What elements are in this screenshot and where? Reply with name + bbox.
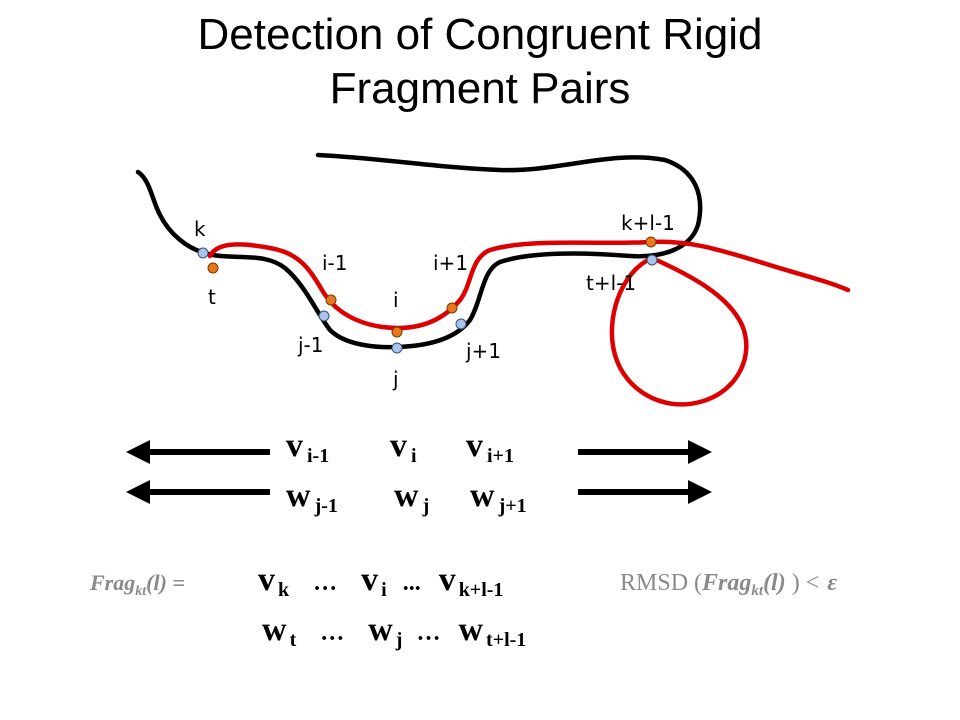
point-k — [197, 247, 209, 259]
point-i — [391, 326, 403, 338]
label-j-minus-1: j-1 — [297, 333, 324, 357]
point-t-plus-l-minus-1 — [646, 254, 658, 266]
point-i-minus-1 — [325, 294, 337, 306]
red-curve-loop — [609, 255, 749, 407]
rmsd-condition: RMSD (Fragkt(l) ) <ε — [620, 570, 837, 599]
point-t — [207, 262, 219, 274]
point-i-plus-1 — [446, 302, 458, 314]
label-j: j — [392, 367, 399, 391]
frag-definition-label: Fragkt(l) = — [89, 570, 185, 599]
arrowhead-left-w — [126, 480, 150, 504]
black-curve — [135, 152, 703, 350]
point-k-plus-l-minus-1 — [645, 236, 657, 248]
arrowhead-left-v — [126, 440, 150, 464]
label-i-plus-1: i+1 — [433, 251, 468, 275]
label-k-plus-l-minus-1: k+l-1 — [621, 211, 675, 235]
label-k: k — [194, 217, 206, 241]
point-j-minus-1 — [318, 310, 330, 322]
point-j — [391, 342, 403, 354]
label-i: i — [393, 288, 399, 312]
label-i-minus-1: i-1 — [322, 251, 348, 275]
arrowhead-right-w — [688, 480, 712, 504]
label-t: t — [208, 285, 216, 309]
title-line-2: Fragment Pairs — [329, 64, 631, 113]
label-t-plus-l-minus-1: t+l-1 — [586, 271, 636, 295]
title-line-1: Detection of Congruent Rigid — [197, 10, 763, 59]
red-curve — [207, 239, 851, 331]
slide-title: Detection of Congruent Rigid Fragment Pa… — [0, 8, 960, 116]
label-j-plus-1: j+1 — [465, 339, 501, 363]
arrowhead-right-v — [688, 440, 712, 464]
point-j-plus-1 — [455, 318, 467, 330]
